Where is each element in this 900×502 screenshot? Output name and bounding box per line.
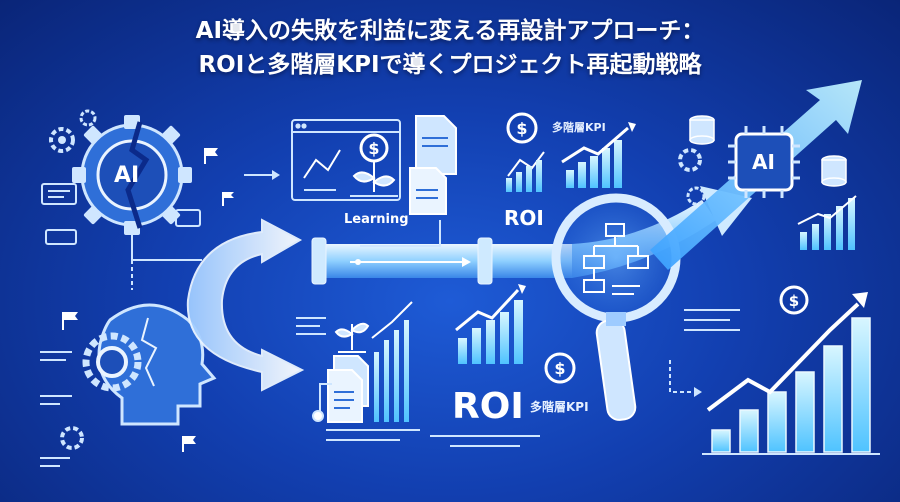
plant-icon: [334, 322, 370, 353]
dashboard-window-icon: [291, 119, 401, 201]
broken-ai-gear-icon: [72, 115, 192, 235]
cracked-head-icon: [97, 303, 217, 426]
curved-arrow-icon: [186, 218, 305, 392]
page-title: AI導入の失敗を利益に変える再設計アプローチ： ROIと多階層KPIで導くプロジ…: [0, 14, 900, 82]
list-icon: [41, 183, 201, 245]
flag-icon: [62, 312, 196, 452]
dollar-symbol: $: [516, 119, 527, 138]
dollar-symbol: $: [368, 139, 379, 158]
database-icon: [689, 115, 847, 187]
document-icon: [327, 355, 369, 423]
list-icon: [40, 351, 72, 467]
bar-chart-icon: [455, 284, 526, 364]
document-icon: [360, 115, 457, 247]
roi-coin-icon: $: [544, 352, 576, 384]
roi-coin-icon: $: [779, 285, 809, 315]
ai-label-right: AI: [752, 150, 775, 174]
growth-chart-icon: [561, 122, 636, 188]
ai-label-left: AI: [114, 163, 140, 188]
roi-label-bottom: ROI: [452, 386, 524, 427]
kpi-label-bottom: 多階層KPI: [530, 400, 589, 414]
money-plant-icon: $: [350, 133, 398, 197]
magnifier-icon: [551, 193, 681, 421]
arrow-head-icon: [272, 170, 280, 180]
title-line-1: AI導入の失敗を利益に変える再設計アプローチ：: [195, 18, 705, 44]
flag-icon: [204, 148, 234, 206]
list-icon: [430, 435, 540, 447]
list-icon: [296, 317, 326, 335]
kpi-label-top: 多階層KPI: [552, 121, 606, 134]
learning-label: Learning: [344, 212, 409, 227]
dollar-symbol: $: [789, 292, 799, 310]
small-gear-icon: [49, 109, 97, 153]
list-icon: [684, 309, 740, 331]
big-bar-chart-icon: [702, 292, 880, 455]
title-line-2: ROIと多階層KPIで導くプロジェクト再起動戦略: [198, 52, 702, 78]
bar-chart-icon: [506, 160, 542, 192]
ai-chip-icon: [728, 126, 800, 198]
gear-icon: [678, 148, 706, 206]
growth-chart-icon: [371, 301, 413, 422]
dollar-symbol: $: [554, 359, 565, 378]
connector-line: [312, 383, 420, 441]
gear-icon: [60, 332, 142, 450]
bar-chart-icon: [797, 195, 857, 250]
roi-label-top: ROI: [504, 206, 544, 230]
